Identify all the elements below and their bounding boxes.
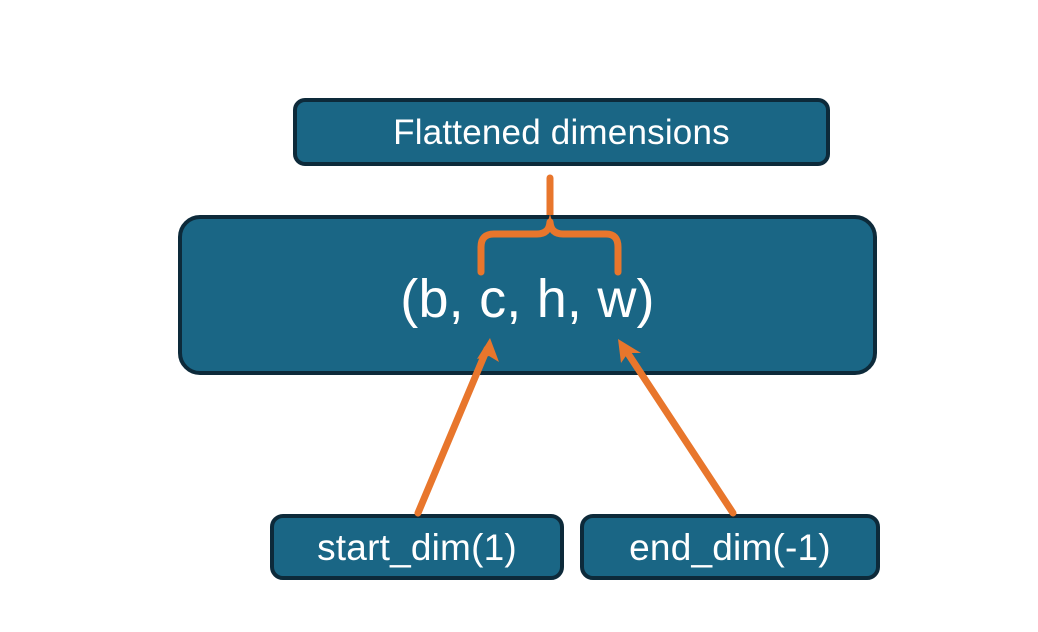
node-end-dim[interactable]: end_dim(-1) [580, 514, 880, 580]
node-tensor-shape-label: (b, c, h, w) [400, 269, 655, 329]
node-flattened-dimensions-label: Flattened dimensions [393, 112, 730, 152]
node-flattened-dimensions[interactable]: Flattened dimensions [293, 98, 830, 166]
node-end-dim-label: end_dim(-1) [629, 526, 831, 568]
node-start-dim-label: start_dim(1) [317, 526, 517, 568]
node-tensor-shape[interactable]: (b, c, h, w) [178, 215, 877, 375]
node-start-dim[interactable]: start_dim(1) [270, 514, 564, 580]
